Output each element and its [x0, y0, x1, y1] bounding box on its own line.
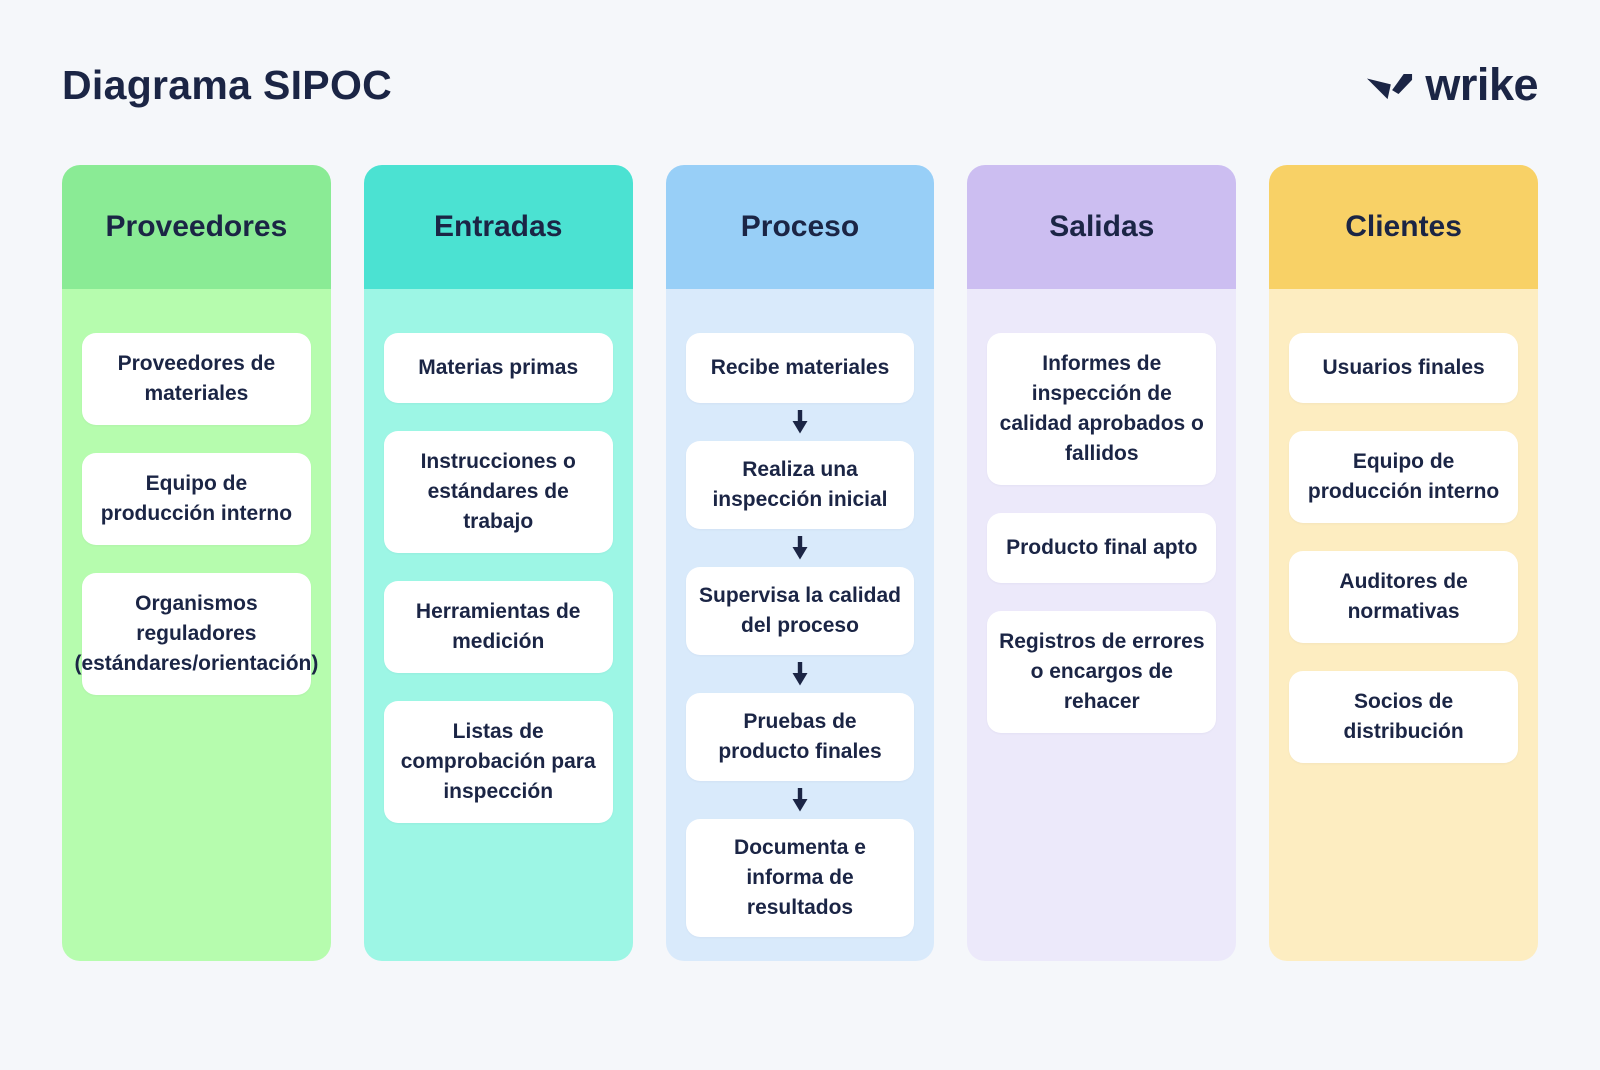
sipoc-page: Diagrama SIPOC wrike Proveedores Proveed…: [62, 56, 1538, 962]
card: Registros de errores o encargos de rehac…: [987, 611, 1217, 734]
column-proceso: Proceso Recibe materiales Realiza una in…: [665, 165, 935, 962]
card: Documenta e informa de resultados: [685, 819, 915, 938]
card: Instrucciones o estándares de trabajo: [383, 431, 613, 554]
card: Proveedores de materiales: [82, 333, 311, 426]
card: Informes de inspección de calidad aproba…: [987, 333, 1217, 486]
card: Listas de comprobación para inspección: [383, 701, 613, 824]
card: Equipo de producción interno: [1289, 431, 1518, 524]
column-header-proceso: Proceso: [665, 165, 935, 289]
column-header-clientes: Clientes: [1269, 165, 1538, 289]
card: Organismos reguladores (estándares/orien…: [74, 573, 318, 696]
sipoc-board: Proveedores Proveedores de materiales Eq…: [62, 165, 1538, 962]
arrow-down-icon: [792, 536, 808, 560]
card: Socios de distribución: [1289, 671, 1518, 764]
wrike-logo-text: wrike: [1425, 59, 1538, 110]
card: Supervisa la calidad del proceso: [685, 567, 915, 656]
card: Herramientas de medición: [383, 581, 613, 674]
card: Realiza una inspección inicial: [685, 441, 915, 530]
column-body-proveedores: Proveedores de materiales Equipo de prod…: [62, 289, 331, 962]
card: Recibe materiales: [685, 333, 915, 403]
column-header-entradas: Entradas: [363, 165, 633, 289]
wrike-logo: wrike: [1356, 59, 1538, 111]
column-entradas: Entradas Materias primas Instrucciones o…: [363, 165, 633, 962]
card: Producto final apto: [987, 513, 1217, 584]
column-salidas: Salidas Informes de inspección de calida…: [967, 165, 1237, 962]
column-body-clientes: Usuarios finales Equipo de producción in…: [1269, 289, 1538, 962]
column-body-proceso: Recibe materiales Realiza una inspección…: [665, 289, 935, 962]
column-body-entradas: Materias primas Instrucciones o estándar…: [363, 289, 633, 962]
column-proveedores: Proveedores Proveedores de materiales Eq…: [62, 165, 331, 962]
card: Usuarios finales: [1289, 333, 1518, 403]
card: Equipo de producción interno: [82, 453, 311, 546]
wrike-checkmark-icon: [1367, 74, 1413, 100]
arrow-down-icon: [792, 662, 808, 686]
column-clientes: Clientes Usuarios finales Equipo de prod…: [1269, 165, 1538, 962]
card: Materias primas: [383, 333, 613, 403]
column-header-proveedores: Proveedores: [62, 165, 331, 289]
column-body-salidas: Informes de inspección de calidad aproba…: [967, 289, 1237, 962]
card: Pruebas de producto finales: [685, 693, 915, 782]
column-header-salidas: Salidas: [967, 165, 1237, 289]
card: Auditores de normativas: [1289, 551, 1518, 644]
top-bar: Diagrama SIPOC wrike: [62, 56, 1538, 114]
page-title: Diagrama SIPOC: [62, 61, 393, 108]
arrow-down-icon: [792, 788, 808, 812]
arrow-down-icon: [792, 410, 808, 434]
